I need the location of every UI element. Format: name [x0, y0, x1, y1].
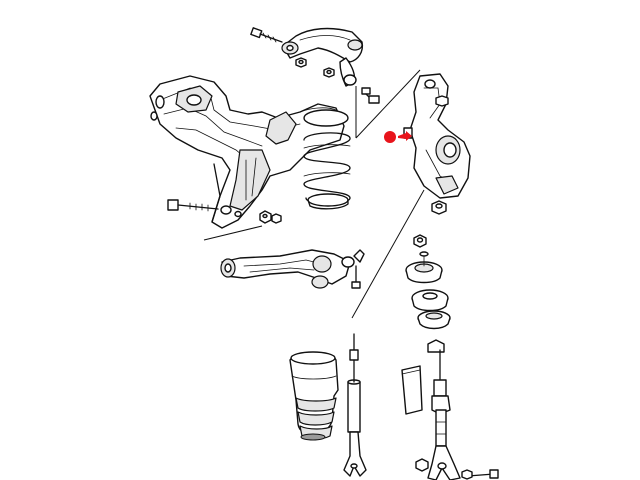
- coil-spring: [303, 109, 351, 210]
- callout-marker: [384, 131, 412, 143]
- red-dot-marker-icon: [384, 131, 396, 143]
- frame-bolt-long: [167, 199, 219, 212]
- upper-arm-nut: [295, 57, 307, 68]
- air-spring-bellows: [289, 351, 339, 441]
- frame-nut: [259, 210, 272, 224]
- spring-seat-lower: [417, 310, 451, 330]
- right-shock-absorber: [427, 349, 461, 480]
- lower-ball-joint-stud: [351, 265, 361, 289]
- ball-joint-stud: [361, 87, 380, 104]
- lower-control-arm: [220, 249, 365, 289]
- spring-seat-upper: [411, 289, 449, 312]
- strut-top-mount: [405, 251, 443, 284]
- dust-boot-sleeve: [401, 365, 423, 415]
- upper-control-arm: [281, 27, 364, 87]
- callout-arrow-icon: [398, 131, 412, 141]
- bump-stop: [427, 339, 445, 353]
- shock-lower-bolt: [461, 469, 499, 480]
- leader-frame: [203, 225, 263, 241]
- upper-arm-bolt: [250, 27, 283, 43]
- upper-arm-nut-2: [323, 67, 335, 78]
- left-shock-absorber: [343, 333, 367, 477]
- frame-nut-2: [271, 213, 282, 224]
- knuckle-nut: [435, 95, 449, 107]
- frame-crossmember: [149, 75, 345, 229]
- knuckle-bolt: [431, 200, 447, 215]
- shock-lower-nut: [415, 458, 429, 472]
- leader-knuckle-top: [355, 69, 421, 139]
- leader-knuckle-bottom: [351, 189, 425, 319]
- strut-top-nut: [413, 234, 427, 248]
- steering-knuckle: [403, 73, 471, 199]
